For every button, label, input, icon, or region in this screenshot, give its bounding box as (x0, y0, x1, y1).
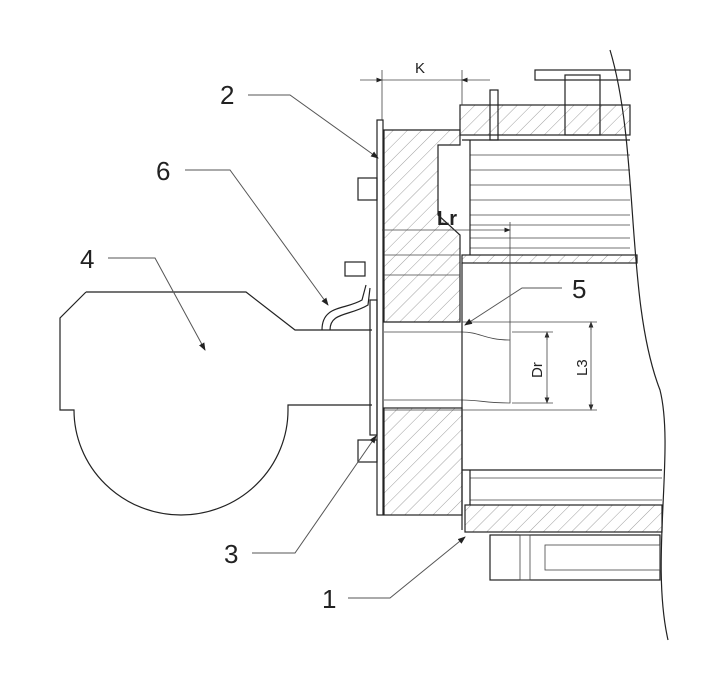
furnace (461, 263, 662, 530)
top-flange (534, 69, 631, 81)
break-line (609, 49, 669, 641)
callout-3-label: 3 (224, 539, 238, 569)
dimension-dr-label: Dr (529, 362, 546, 378)
top-nozzle (564, 74, 601, 136)
dimension-lr: Lr (382, 208, 511, 340)
callout-2-label: 2 (220, 80, 234, 110)
bolt-bottom (357, 439, 378, 463)
furnace-top-wall (461, 254, 638, 264)
plate-flange (369, 299, 378, 436)
dimension-k: K (360, 60, 490, 120)
boiler-support (489, 534, 661, 581)
callout-3: 3 (224, 435, 377, 569)
callout-1: 1 (322, 536, 466, 614)
callout-6: 6 (156, 156, 329, 306)
boiler-top-plate (459, 104, 631, 136)
callout-2: 2 (220, 80, 379, 159)
boiler-bottom-plate (464, 504, 663, 533)
dimension-dr: Dr (512, 331, 553, 404)
callout-6-label: 6 (156, 156, 170, 186)
hose-fitting (344, 261, 366, 277)
bolt-top (357, 177, 378, 201)
door-refractory-lower (383, 407, 463, 516)
callout-4-label: 4 (80, 244, 94, 274)
blast-tube (384, 331, 511, 404)
flexible-hose (321, 284, 371, 331)
dimension-l3-label: L3 (574, 359, 591, 376)
lower-tubes (469, 470, 662, 505)
callout-5-label: 5 (572, 274, 586, 304)
callout-5: 5 (464, 274, 586, 326)
burner-body (59, 291, 372, 516)
callout-4: 4 (80, 244, 206, 351)
dimension-lr-label: Lr (437, 208, 457, 230)
upper-tubes (462, 139, 630, 255)
dimension-l3: L3 (384, 321, 597, 411)
dimension-k-label: K (415, 60, 425, 77)
callout-1-label: 1 (322, 584, 336, 614)
mounting-plate (376, 119, 384, 516)
